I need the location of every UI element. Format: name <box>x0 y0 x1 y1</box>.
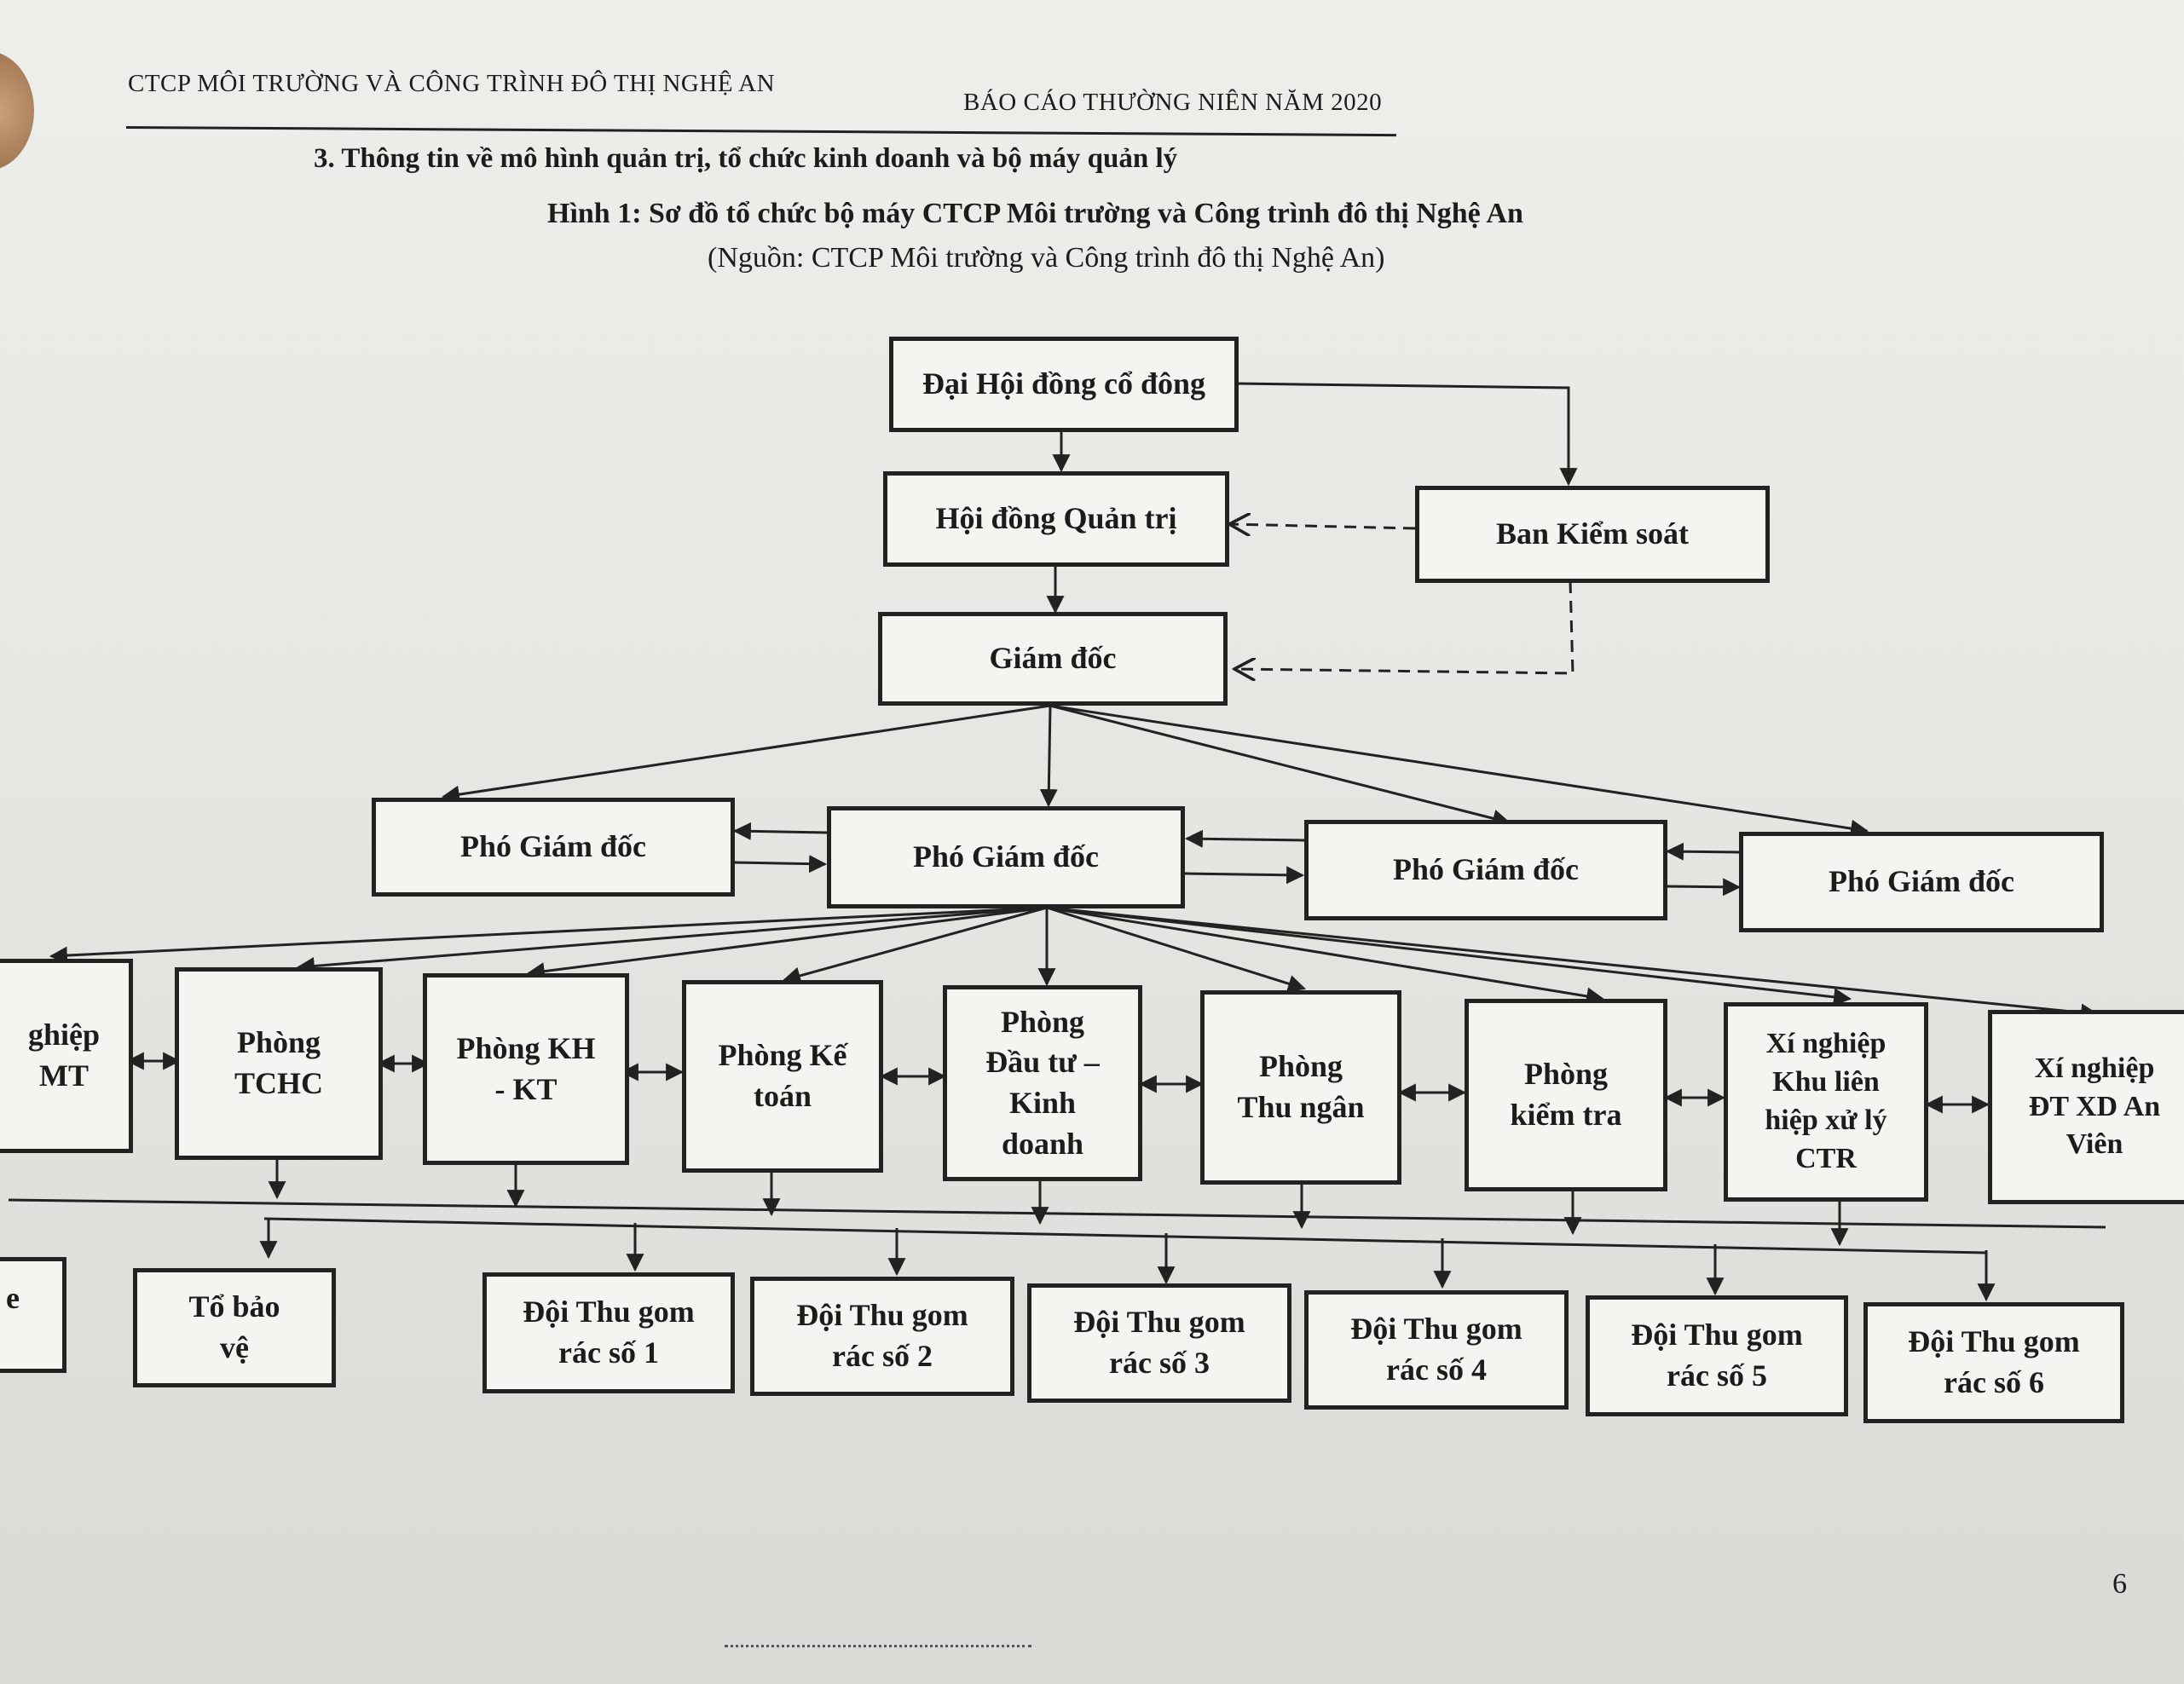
box-deputy-director-1: Phó Giám đốc <box>372 798 735 897</box>
label-deputy-director: Phó Giám đốc <box>1828 864 2014 899</box>
label-collection-team-6: Đội Thu gom rác số 6 <box>1908 1324 2080 1399</box>
label-collection-team-3: Đội Thu gom rác số 3 <box>1073 1305 1245 1380</box>
box-team-cut-off: e <box>0 1257 66 1373</box>
label-collection-team-2: Đội Thu gom rác số 2 <box>796 1298 968 1373</box>
upper-bus-line <box>8 1198 2106 1229</box>
label-deputy-director: Phó Giám đốc <box>1392 852 1579 887</box>
connector-supervisory-board <box>1229 524 1416 528</box>
label-team-cut-off: e <box>6 1281 20 1315</box>
label-board-of-directors: Hội đồng Quản trị <box>935 501 1177 536</box>
header-report-title: BÁO CÁO THƯỜNG NIÊN NĂM 2020 <box>963 89 1383 116</box>
box-collection-team-4: Đội Thu gom rác số 4 <box>1304 1290 1569 1410</box>
box-dept-investment-business: Phòng Đầu tư – Kinh doanh <box>943 985 1142 1181</box>
label-collection-team-5: Đội Thu gom rác số 5 <box>1631 1318 1803 1393</box>
label-dept-tchc: Phòng TCHC <box>234 1025 323 1100</box>
section-heading: 3. Thông tin về mô hình quản trị, tổ chứ… <box>314 143 1178 174</box>
label-director: Giám đốc <box>989 641 1117 676</box>
label-dept-investment-business: Phòng Đầu tư – Kinh doanh <box>985 1004 1100 1161</box>
connector-fan-dept-7 <box>1046 906 1605 1006</box>
label-dept-inspection: Phòng kiểm tra <box>1510 1057 1622 1132</box>
box-security-team: Tổ bảo vệ <box>133 1268 336 1387</box>
box-dept-an-vien-enterprise: Xí nghiệp ĐT XD An Viên <box>1988 1010 2184 1204</box>
connector-director-deputy-2 <box>1039 705 1058 808</box>
box-deputy-director-2: Phó Giám đốc <box>827 806 1185 908</box>
box-collection-team-5: Đội Thu gom rác số 5 <box>1586 1295 1848 1416</box>
page-number: 6 <box>2112 1568 2127 1600</box>
connector-director-deputy-3 <box>1049 704 1511 828</box>
connector-fan-dept-8 <box>1046 906 1852 1006</box>
label-dept-kh-kt: Phòng KH - KT <box>456 1030 596 1106</box>
box-dept-cashier: Phòng Thu ngân <box>1200 990 1401 1185</box>
box-board-of-directors: Hội đồng Quản trị <box>883 471 1229 567</box>
connector-supervisory-director <box>1234 580 1574 673</box>
box-general-meeting: Đại Hội đồng cổ đông <box>889 337 1239 432</box>
box-dept-enterprise-mt: ghiệp MT <box>0 959 133 1153</box>
box-deputy-director-4: Phó Giám đốc <box>1739 832 2104 932</box>
label-general-meeting: Đại Hội đồng cổ đông <box>922 366 1206 401</box>
footer-faint-mark <box>725 1645 1031 1651</box>
box-collection-team-1: Đội Thu gom rác số 1 <box>482 1272 735 1393</box>
connector-fan-dept-1 <box>49 906 1048 965</box>
label-security-team: Tổ bảo vệ <box>188 1289 280 1364</box>
label-collection-team-4: Đội Thu gom rác số 4 <box>1350 1312 1522 1387</box>
connector-fan-dept-4 <box>782 906 1048 985</box>
box-dept-accounting: Phòng Kế toán <box>682 980 883 1173</box>
connector-deputy2-deputy1 <box>732 822 828 840</box>
figure-caption: Hình 1: Sơ đồ tổ chức bộ máy CTCP Môi tr… <box>547 198 1523 229</box>
figure-source: (Nguồn: CTCP Môi trường và Công trình đô… <box>708 242 1385 274</box>
connector-deputy4-deputy3 <box>1665 842 1740 861</box>
label-dept-cashier: Phòng Thu ngân <box>1237 1049 1365 1124</box>
box-dept-inspection: Phòng kiểm tra <box>1465 999 1667 1191</box>
connector-meeting-supervisory <box>1235 382 1578 487</box>
connector-deputy2-deputy3 <box>1184 866 1305 885</box>
box-dept-waste-treatment-complex: Xí nghiệp Khu liên hiệp xử lý CTR <box>1724 1002 1928 1202</box>
label-collection-team-1: Đội Thu gom rác số 1 <box>523 1295 695 1370</box>
connector-director-deputy-1 <box>441 704 1051 804</box>
box-dept-tchc: Phòng TCHC <box>175 967 383 1160</box>
connector-deputy3-deputy4 <box>1665 878 1742 897</box>
connector-fan-dept-2 <box>296 906 1048 975</box>
box-collection-team-6: Đội Thu gom rác số 6 <box>1863 1302 2124 1423</box>
connector-deputy1-deputy2 <box>732 855 828 874</box>
connector-fan-dept-9 <box>1046 906 2100 1022</box>
label-deputy-director: Phó Giám đốc <box>912 839 1099 874</box>
header-company: CTCP MÔI TRƯỜNG VÀ CÔNG TRÌNH ĐÔ THỊ NGH… <box>128 70 776 97</box>
connector-deputy3-deputy2 <box>1184 829 1305 848</box>
label-dept-an-vien-enterprise: Xí nghiệp ĐT XD An Viên <box>2028 1052 2161 1161</box>
box-deputy-director-3: Phó Giám đốc <box>1304 820 1667 920</box>
box-collection-team-3: Đội Thu gom rác số 3 <box>1027 1283 1291 1403</box>
label-dept-enterprise-mt: ghiệp MT <box>28 1018 101 1093</box>
label-supervisory-board: Ban Kiểm soát <box>1495 516 1689 551</box>
label-deputy-director: Phó Giám đốc <box>459 829 646 864</box>
label-dept-waste-treatment-complex: Xí nghiệp Khu liên hiệp xử lý CTR <box>1765 1028 1887 1174</box>
lower-bus-line <box>263 1217 1987 1254</box>
connector-fan-dept-3 <box>526 906 1048 981</box>
box-collection-team-2: Đội Thu gom rác số 2 <box>750 1277 1014 1396</box>
box-dept-kh-kt: Phòng KH - KT <box>423 973 629 1165</box>
label-dept-accounting: Phòng Kế toán <box>718 1038 847 1113</box>
connector-director-deputy-4 <box>1049 704 1869 838</box>
box-director: Giám đốc <box>878 612 1228 706</box>
box-supervisory-board: Ban Kiểm soát <box>1415 486 1770 583</box>
connector-fan-dept-6 <box>1046 906 1307 993</box>
